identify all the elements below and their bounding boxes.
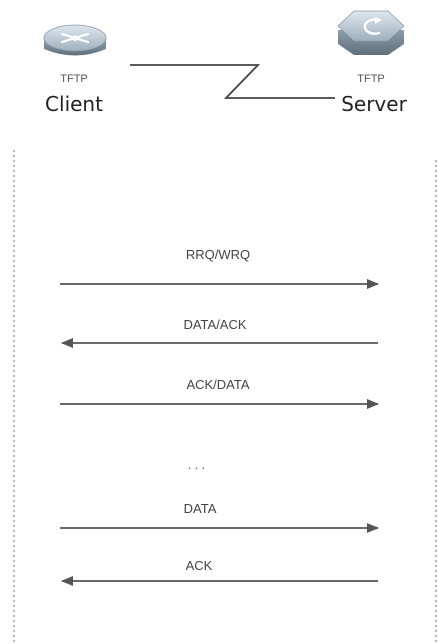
server-icon bbox=[337, 10, 405, 55]
message-label: DATA/ACK bbox=[183, 317, 246, 332]
client-name-label: Client bbox=[45, 92, 103, 116]
ellipsis: ... bbox=[188, 456, 209, 472]
message-label: DATA bbox=[184, 501, 217, 516]
server-name-label: Server bbox=[341, 92, 407, 116]
router-icon bbox=[43, 24, 107, 56]
zigzag-link-icon bbox=[130, 64, 335, 99]
message-label: RRQ/WRQ bbox=[186, 247, 250, 262]
message-label: ACK/DATA bbox=[186, 377, 249, 392]
message-label: ACK bbox=[186, 558, 213, 573]
server-role-label: TFTP bbox=[357, 73, 385, 85]
client-role-label: TFTP bbox=[60, 73, 88, 85]
